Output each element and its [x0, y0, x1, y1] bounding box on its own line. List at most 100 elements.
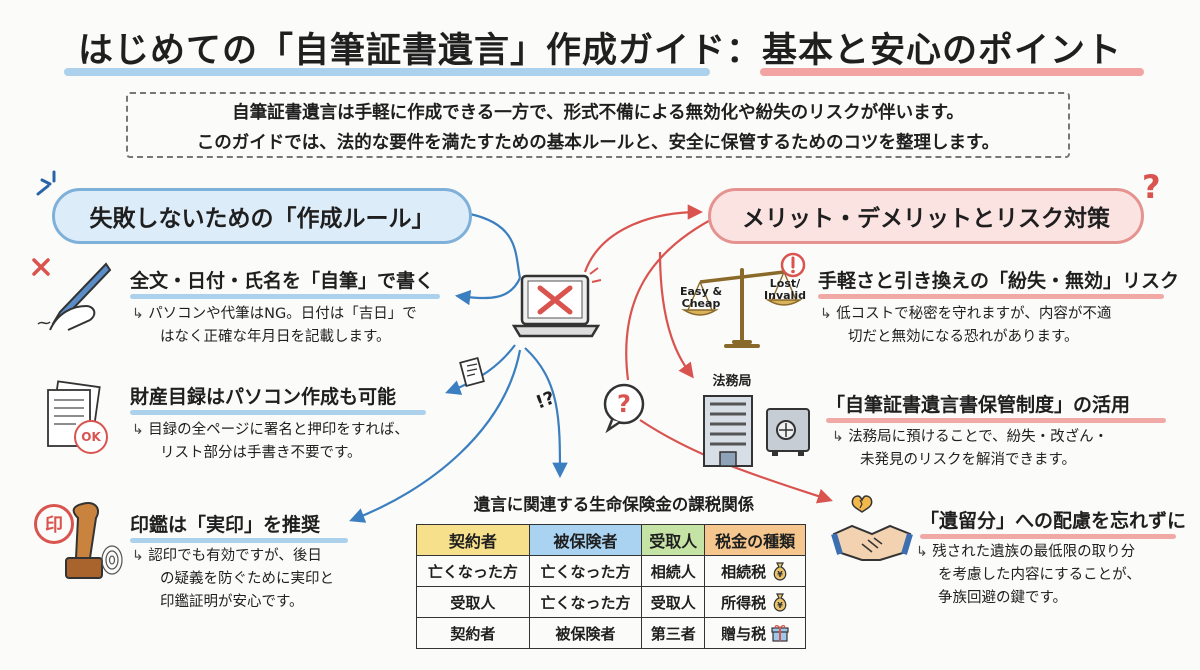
table-cell: 契約者: [416, 617, 530, 649]
risk-1-title: 手軽さと引き換えの「紛失・無効」リスク: [818, 270, 1180, 292]
arrow-to-table: [524, 347, 568, 479]
scale-label-lost: Lost/ Invalid: [764, 277, 806, 302]
tax-table-header-row: 契約者 被保険者 受取人 税金の種類: [416, 524, 806, 556]
risk-3-bullet-icon: ↳: [916, 544, 933, 560]
rule-2-body: ↳ 目録の全ページに署名と押印をすれば、 リスト部分は手書き不要です。: [132, 419, 472, 465]
header-tax-type: 税金の種類: [704, 524, 806, 556]
ok-stamp-text: OK: [81, 430, 101, 444]
balance-scale-icon: [681, 268, 803, 348]
intro-line-1: 自筆証書遺言は手軽に作成できる一方で、形式不備による無効化や紛失のリスクが伴いま…: [232, 103, 964, 123]
arrow-heading-to-laptop: [469, 212, 522, 279]
table-cell: 第三者: [641, 617, 706, 649]
seal-icon: 印: [34, 504, 74, 544]
title-underline-red: [760, 68, 1144, 76]
gift-icon: [771, 625, 789, 642]
intro-box: 自筆証書遺言は手軽に作成できる一方で、形式不備による無効化や紛失のリスクが伴いま…: [126, 92, 1070, 158]
risk-3-title: 「遺留分」への配慮を忘れずに: [920, 510, 1187, 532]
tax-type-text: 相続税: [721, 562, 767, 581]
handshake-icon: [831, 495, 913, 561]
rule-3-line-1: 認印でも有効ですが、後日: [148, 548, 322, 564]
rule-1-bullet-icon: ↳: [132, 306, 149, 322]
rule-3-underline: [130, 538, 348, 543]
merits-heading: メリット・デメリットとリスク対策: [708, 188, 1144, 244]
risk-2-line-1: 法務局に預けることで、紛失・改ざん・: [848, 429, 1109, 445]
tax-table: 契約者 被保険者 受取人 税金の種類 亡くなった方 亡くなった方 相続人 相続税…: [416, 524, 806, 649]
ok-stamp-icon: OK: [74, 420, 108, 454]
question-mark-icon: ?: [1142, 168, 1161, 206]
intro-line-2: このガイドでは、法的な要件を満たすための基本ルールと、安全に保管するためのコツを…: [196, 133, 1000, 153]
rule-2-line-1: 目録の全ページに署名と押印をすれば、: [148, 422, 409, 438]
header-recipient: 受取人: [641, 524, 706, 556]
laptop-crossed-icon: [511, 267, 602, 338]
yen-bag-icon: ¥: [773, 593, 787, 612]
table-row: 契約者 被保険者 第三者 贈与税: [416, 617, 806, 649]
pen-hand-icon: [32, 258, 112, 331]
rule-2-bullet-icon: ↳: [132, 422, 149, 438]
table-cell: 亡くなった方: [528, 555, 643, 587]
rule-3-bullet-icon: ↳: [132, 548, 149, 564]
money-bag-icon: ¥: [773, 562, 787, 581]
rule-2-title: 財産目録はパソコン作成も可能: [130, 386, 397, 408]
rule-1-title: 全文・日付・氏名を「自筆」で書く: [130, 270, 435, 292]
alert-icon: [780, 252, 806, 278]
risk-1-underline: [818, 294, 1164, 299]
risk-2-title: 「自筆証書遺言書保管制度」の活用: [826, 394, 1131, 416]
arrow-to-risk: [625, 214, 721, 381]
table-cell-tax: 所得税 ¥: [704, 586, 806, 618]
rule-2-underline: [130, 410, 426, 415]
rule-3-line-3: 印鑑証明が安心です。: [160, 594, 304, 610]
sparkle-icon: [36, 170, 56, 196]
building-label: 法務局: [712, 374, 752, 389]
table-cell: 亡くなった方: [528, 586, 643, 618]
risk-1-line-2: 切だと無効になる恐れがあります。: [848, 329, 1079, 345]
arrow-to-right-heading: [583, 204, 704, 273]
arrow-to-reserved: [639, 419, 833, 504]
table-cell: 亡くなった方: [416, 555, 530, 587]
header-contractor: 契約者: [416, 524, 530, 556]
rule-2-line-2: リスト部分は手書き不要です。: [160, 445, 362, 461]
seal-char: 印: [45, 515, 63, 536]
paper-icon: [459, 356, 485, 388]
table-row: 亡くなった方 亡くなった方 相続人 相続税 ¥: [416, 555, 806, 587]
table-cell: 被保険者: [528, 617, 643, 649]
table-cell-tax: 贈与税: [704, 617, 806, 649]
rule-3-title: 印鑑は「実印」を推奨: [130, 514, 321, 536]
header-insured: 被保険者: [528, 524, 643, 556]
risk-2-line-2: 未発見のリスクを解消できます。: [860, 452, 1077, 468]
svg-text:¥: ¥: [777, 570, 783, 579]
rules-heading: 失敗しないための「作成ルール」: [52, 188, 472, 244]
arrow-to-rule3: [349, 349, 522, 523]
risk-3-body: ↳ 残された遺族の最低限の取り分 を考慮した内容にすることが、 争族回避の鍵です…: [916, 541, 1196, 610]
risk-2-bullet-icon: ↳: [832, 429, 849, 445]
arrow-to-storage: [658, 251, 694, 379]
table-cell-tax: 相続税 ¥: [704, 555, 806, 587]
tax-type-text: 贈与税: [721, 624, 767, 643]
arrow-to-rule1: [454, 277, 522, 306]
table-cell: 受取人: [416, 586, 530, 618]
table-row: 受取人 亡くなった方 受取人 所得税 ¥: [416, 586, 806, 618]
legal-affairs-bureau-icon: [703, 395, 753, 467]
stamp-fingerprint-icon: [65, 502, 123, 579]
rule-1-line-1: パソコンや代筆はNG。日付は「吉日」で: [148, 306, 417, 322]
question-bubble-icon: ?: [603, 383, 645, 434]
table-cell: 相続人: [641, 555, 706, 587]
risk-3-underline: [920, 534, 1176, 539]
tax-table-title: 遺言に関連する生命保険金の課税関係: [473, 495, 755, 514]
risk-2-body: ↳ 法務局に預けることで、紛失・改ざん・ 未発見のリスクを解消できます。: [832, 426, 1172, 472]
scale-label-easy: Easy & Cheap: [679, 285, 723, 310]
risk-1-body: ↳ 低コストで秘密を守れますが、内容が不適 切だと無効になる恐れがあります。: [820, 303, 1190, 349]
rule-3-line-2: の疑義を防ぐために実印と: [160, 571, 334, 587]
svg-text:¥: ¥: [777, 601, 783, 610]
arrow-to-rule2: [445, 344, 516, 395]
rule-3-body: ↳ 認印でも有効ですが、後日 の疑義を防ぐために実印と 印鑑証明が安心です。: [132, 545, 392, 614]
risk-3-line-3: 争族回避の鍵です。: [938, 590, 1068, 606]
rule-1-line-2: はなく正確な年月日を記載します。: [160, 329, 391, 345]
table-cell: 受取人: [641, 586, 706, 618]
risk-1-bullet-icon: ↳: [820, 306, 837, 322]
rule-1-body: ↳ パソコンや代筆はNG。日付は「吉日」で はなく正確な年月日を記載します。: [132, 303, 472, 349]
risk-1-line-1: 低コストで秘密を守れますが、内容が不適: [836, 306, 1112, 322]
page-title: はじめての「自筆証書遺言」作成ガイド：基本と安心のポイント: [77, 31, 1122, 71]
risk-2-underline: [826, 418, 1166, 423]
title-underline-blue: [64, 68, 710, 76]
